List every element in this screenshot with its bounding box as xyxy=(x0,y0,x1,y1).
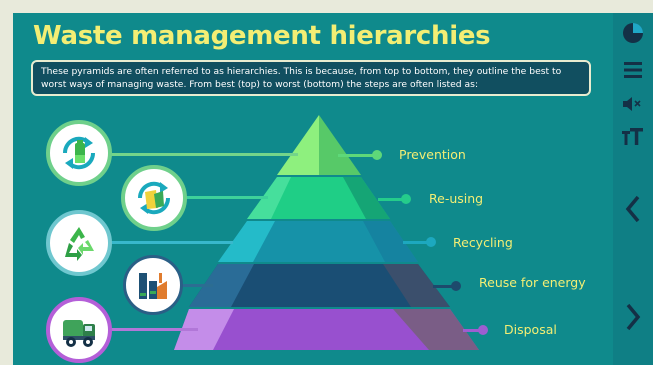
connector-right-prevention xyxy=(338,154,380,157)
connector-right-recycling xyxy=(403,241,433,244)
connector-left-recycling xyxy=(108,241,233,244)
factory-icon xyxy=(123,255,183,315)
page-title: Waste management hierarchies xyxy=(33,21,491,51)
mute-icon[interactable] xyxy=(613,91,653,117)
pyramid-tier-recycling-shade xyxy=(363,221,418,262)
label-energy: Reuse for energy xyxy=(479,275,586,290)
connector-left-energy xyxy=(173,284,213,287)
pyramid-tier-reusing-shade xyxy=(343,177,390,219)
battery-recycle-icon xyxy=(46,120,112,186)
pyramid-tier-energy-light xyxy=(189,264,254,307)
connector-dot-energy xyxy=(451,281,461,291)
connector-right-reusing xyxy=(378,198,408,201)
pyramid-tier-recycling-light xyxy=(218,221,275,262)
label-prevention: Prevention xyxy=(399,147,466,162)
slide: Waste management hierarchies These pyram… xyxy=(13,13,613,365)
pyramid-tier-energy-shade xyxy=(383,264,450,307)
pyramid-tier-energy xyxy=(189,264,450,307)
recycle-symbol-icon xyxy=(46,210,112,276)
label-disposal: Disposal xyxy=(504,322,557,337)
connector-dot-reusing xyxy=(401,194,411,204)
next-arrow-icon[interactable] xyxy=(613,297,653,337)
menu-icon[interactable] xyxy=(613,57,653,83)
navigation-sidebar xyxy=(613,13,653,365)
label-recycling: Recycling xyxy=(453,235,513,250)
reuse-boxes-icon xyxy=(121,165,187,231)
connector-dot-recycling xyxy=(426,237,436,247)
connector-left-disposal xyxy=(108,328,198,331)
connector-right-energy xyxy=(433,285,458,288)
garbage-truck-icon xyxy=(46,297,112,363)
pyramid-tier-disposal-light xyxy=(174,309,234,350)
connector-left-prevention xyxy=(108,153,298,156)
connector-dot-prevention xyxy=(372,150,382,160)
label-reusing: Re-using xyxy=(429,191,484,206)
pyramid-tier-prevention-shade xyxy=(319,115,361,175)
previous-arrow-icon[interactable] xyxy=(613,189,653,229)
progress-icon[interactable] xyxy=(613,19,653,47)
pyramid-tier-reusing-light xyxy=(247,177,291,219)
intro-text-box: These pyramids are often referred to as … xyxy=(31,60,591,96)
waste-hierarchy-pyramid xyxy=(174,115,479,350)
connector-right-disposal xyxy=(463,329,485,332)
pyramid-tier-disposal-shade xyxy=(393,309,479,350)
pyramid-tier-prevention xyxy=(277,115,319,175)
connector-left-reusing xyxy=(173,196,268,199)
text-size-icon[interactable] xyxy=(613,123,653,151)
connector-dot-disposal xyxy=(478,325,488,335)
